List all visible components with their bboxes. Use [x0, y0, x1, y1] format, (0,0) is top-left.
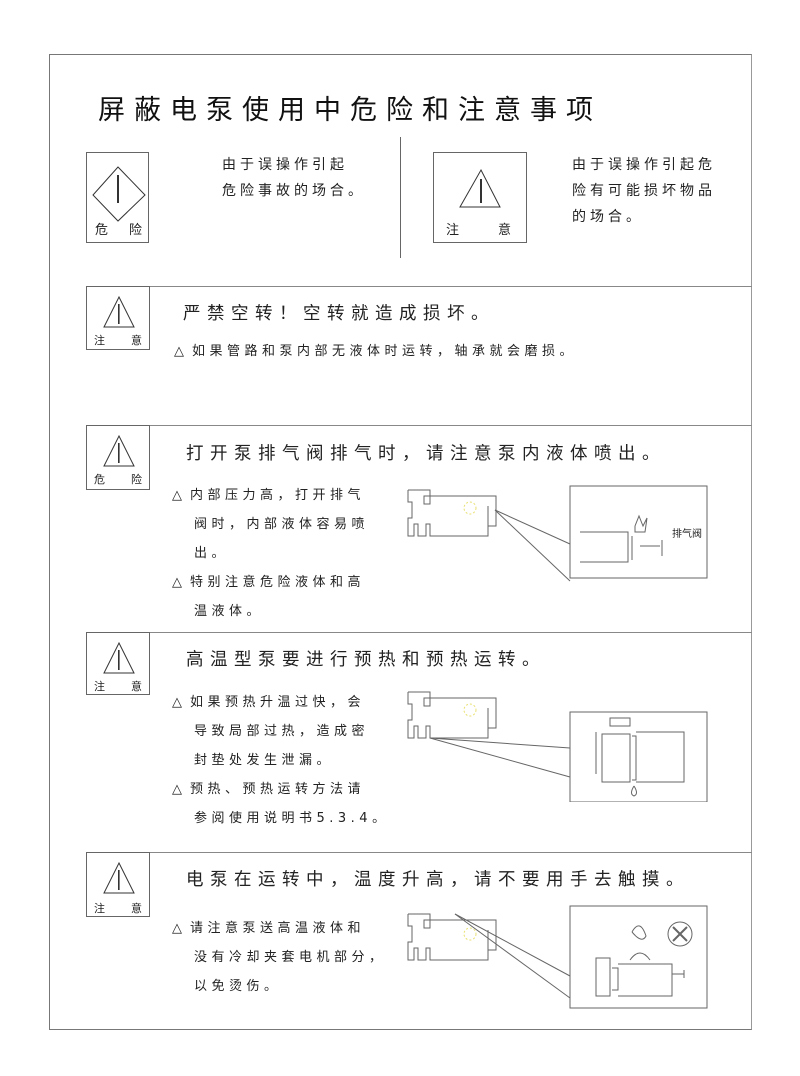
- icon-label: 危: [94, 473, 105, 486]
- icon-label: 注: [94, 902, 105, 915]
- warning-triangle-icon: [459, 168, 501, 208]
- icon-label: 注: [94, 680, 105, 693]
- icon-label: 意: [131, 334, 142, 347]
- bullet-text: 温液体。: [194, 604, 265, 619]
- danger-description: 由于误操作引起 危险事故的场合。: [222, 152, 366, 204]
- bullet-text: 特别注意危险液体和高: [190, 575, 366, 590]
- section-headline: 电泵在运转中，温度升高，请不要用手去触摸。: [186, 870, 690, 890]
- triangle-bullet-icon: △: [172, 921, 182, 936]
- desc-line: 险有可能损坏物品: [572, 183, 716, 199]
- caution-description: 由于误操作引起危 险有可能损坏物品 的场合。: [572, 152, 716, 230]
- caution-icon-box: 注 意: [86, 286, 150, 350]
- desc-line: 的场合。: [572, 209, 644, 225]
- danger-label-left: 危: [95, 223, 109, 238]
- caution-label-left: 注: [446, 223, 460, 238]
- triangle-bullet-icon: △: [174, 344, 184, 359]
- warning-triangle-icon: [103, 434, 135, 467]
- danger-icon-box: 危 险: [86, 425, 150, 490]
- triangle-bullet-icon: △: [172, 782, 182, 797]
- legend-divider: [400, 137, 401, 258]
- triangle-bullet-icon: △: [172, 575, 182, 590]
- page-title: 屏蔽电泵使用中危险和注意事项: [98, 95, 602, 126]
- section-divider: [86, 425, 752, 426]
- bullet-text: 阀时，内部液体容易喷: [194, 517, 370, 532]
- bullet-text: 封垫处发生泄漏。: [194, 753, 335, 768]
- bullet-list: △ 内部压力高，打开排气 阀时，内部液体容易喷 出。 △ 特别注意危险液体和高 温液…: [172, 481, 369, 626]
- seal-leak-diagram: [407, 691, 708, 802]
- page-frame: [49, 54, 752, 1030]
- bullet: △ 如果管路和泵内部无液体时运转，轴承就会磨损。: [174, 337, 577, 366]
- bullet-text: 没有冷却夹套电机部分，: [194, 950, 387, 965]
- icon-label: 意: [131, 680, 142, 693]
- triangle-bullet-icon: △: [172, 695, 182, 710]
- bullet-list: △ 如果预热升温过快，会 导致局部过热，造成密 封垫处发生泄漏。 △ 预热、预热运转…: [172, 688, 390, 833]
- section-headline: 打开泵排气阀排气时，请注意泵内液体喷出。: [186, 444, 666, 464]
- bullet-text: 预热、预热运转方法请: [190, 782, 366, 797]
- bullet-list: △ 请注意泵送高温液体和 没有冷却夹套电机部分， 以免烫伤。: [172, 914, 387, 1001]
- desc-line: 由于误操作引起危: [572, 157, 716, 173]
- caution-icon-box: 注 意: [86, 632, 150, 695]
- warning-triangle-icon: [103, 861, 135, 894]
- bullet-text: 如果预热升温过快，会: [190, 695, 366, 710]
- icon-label: 意: [131, 902, 142, 915]
- bullet-text: 内部压力高，打开排气: [190, 488, 366, 503]
- caution-icon-box: 注 意: [86, 852, 150, 917]
- triangle-bullet-icon: △: [172, 488, 182, 503]
- vent-valve-diagram: [407, 485, 708, 582]
- bullet-text: 参阅使用说明书5.3.4。: [194, 811, 390, 826]
- bullet-text: 导致局部过热，造成密: [194, 724, 370, 739]
- section-headline: 严禁空转！空转就造成损坏。: [183, 304, 495, 324]
- section-headline: 高温型泵要进行预热和预热运转。: [186, 650, 546, 670]
- desc-line: 危险事故的场合。: [222, 183, 366, 199]
- bullet-text: 请注意泵送高温液体和: [190, 921, 366, 936]
- danger-symbol-box: 危 险: [86, 152, 149, 243]
- caution-symbol-box: 注 意: [433, 152, 527, 243]
- section-divider: [86, 632, 752, 633]
- bullet-text: 出。: [194, 546, 230, 561]
- warning-triangle-icon: [103, 295, 135, 328]
- section-divider: [86, 852, 752, 853]
- icon-label: 险: [131, 473, 142, 486]
- section-divider: [86, 286, 752, 287]
- danger-label-right: 险: [129, 223, 143, 238]
- warning-triangle-icon: [103, 641, 135, 674]
- vent-valve-label: 排气阀: [672, 529, 702, 540]
- icon-label: 注: [94, 334, 105, 347]
- bullet-text: 以免烫伤。: [194, 979, 282, 994]
- bullet-text: 如果管路和泵内部无液体时运转，轴承就会磨损。: [192, 344, 578, 359]
- desc-line: 由于误操作引起: [222, 157, 348, 173]
- danger-diamond-icon: [92, 166, 146, 222]
- caution-label-right: 意: [498, 223, 512, 238]
- hot-surface-diagram: [407, 905, 708, 1009]
